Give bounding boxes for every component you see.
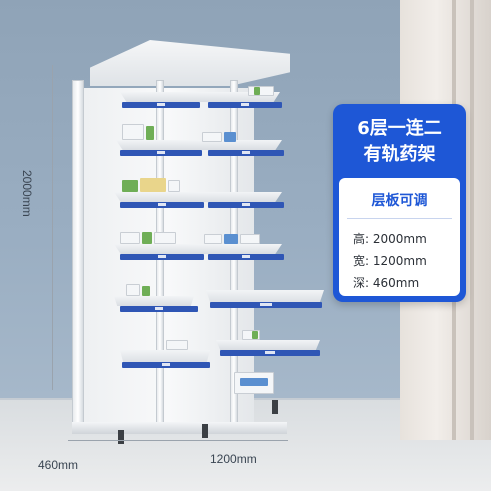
product-title: 6层一连二 有轨药架 — [333, 116, 466, 168]
medicine-box — [254, 87, 260, 95]
spec-height: 高: 2000mm — [353, 232, 427, 246]
pulled-out-drawer — [120, 350, 210, 364]
shelf-tray — [216, 340, 320, 350]
shelf-tray — [116, 140, 282, 150]
shelf-canopy — [90, 40, 290, 86]
medicine-box — [154, 232, 176, 244]
depth-dimension-label: 460mm — [38, 458, 79, 472]
drawer-front-panel — [122, 362, 210, 368]
medicine-box — [122, 180, 138, 192]
spec-width: 宽: 1200mm — [353, 254, 427, 268]
tray-front-panel — [208, 254, 284, 260]
pulled-out-drawer — [206, 290, 324, 304]
shelf-foot — [118, 430, 124, 444]
shelf-tray — [114, 192, 282, 202]
height-dimension-line — [52, 65, 53, 390]
product-title-line: 6层一连二 — [357, 118, 442, 139]
medicine-box — [202, 132, 222, 142]
medicine-box — [248, 86, 274, 96]
medicine-box — [252, 331, 258, 339]
medicine-box — [240, 378, 268, 386]
medicine-box — [120, 232, 140, 244]
tray-front-panel — [122, 102, 200, 108]
drawer-front-panel — [210, 302, 322, 308]
pharmacy-shelf-rack — [70, 40, 325, 444]
shelf-tray — [120, 92, 280, 102]
medicine-box — [224, 132, 236, 142]
product-info-card: 6层一连二 有轨药架 层板可调 高: 2000mm 宽: 1200mm 深: 4… — [333, 104, 466, 302]
shelf-tray — [114, 296, 194, 306]
pillar-groove — [470, 0, 474, 440]
medicine-box — [146, 126, 154, 140]
shelf-foot — [272, 400, 278, 414]
tray-front-panel — [120, 254, 204, 260]
medicine-box — [140, 178, 166, 192]
height-dimension-label: 2000mm — [20, 170, 34, 217]
medicine-box — [122, 124, 144, 140]
medicine-box — [240, 234, 260, 244]
tray-front-panel — [120, 150, 202, 156]
medicine-box — [224, 234, 238, 244]
width-dimension-label: 1200mm — [210, 452, 257, 466]
tray-front-panel — [220, 350, 320, 356]
product-title-line: 有轨药架 — [363, 144, 436, 165]
medicine-box — [126, 284, 140, 296]
spec-divider — [347, 218, 452, 219]
medicine-box — [168, 180, 180, 192]
medicine-box — [166, 340, 188, 350]
spec-depth: 深: 460mm — [353, 276, 420, 290]
medicine-box — [142, 232, 152, 244]
tray-front-panel — [208, 102, 282, 108]
tray-front-panel — [208, 202, 284, 208]
width-dimension-line — [68, 440, 288, 441]
shelf-foot — [202, 424, 208, 438]
shelf-tray — [114, 244, 282, 254]
feature-label: 层板可调 — [371, 193, 428, 209]
tray-front-panel — [208, 150, 284, 156]
spec-panel: 层板可调 高: 2000mm 宽: 1200mm 深: 460mm — [339, 178, 460, 296]
shelf-base — [72, 422, 287, 434]
medicine-box — [242, 330, 260, 340]
medicine-box — [142, 286, 150, 296]
shelf-upright — [72, 80, 84, 425]
tray-front-panel — [120, 202, 204, 208]
tray-front-panel — [120, 306, 198, 312]
medicine-box — [204, 234, 222, 244]
